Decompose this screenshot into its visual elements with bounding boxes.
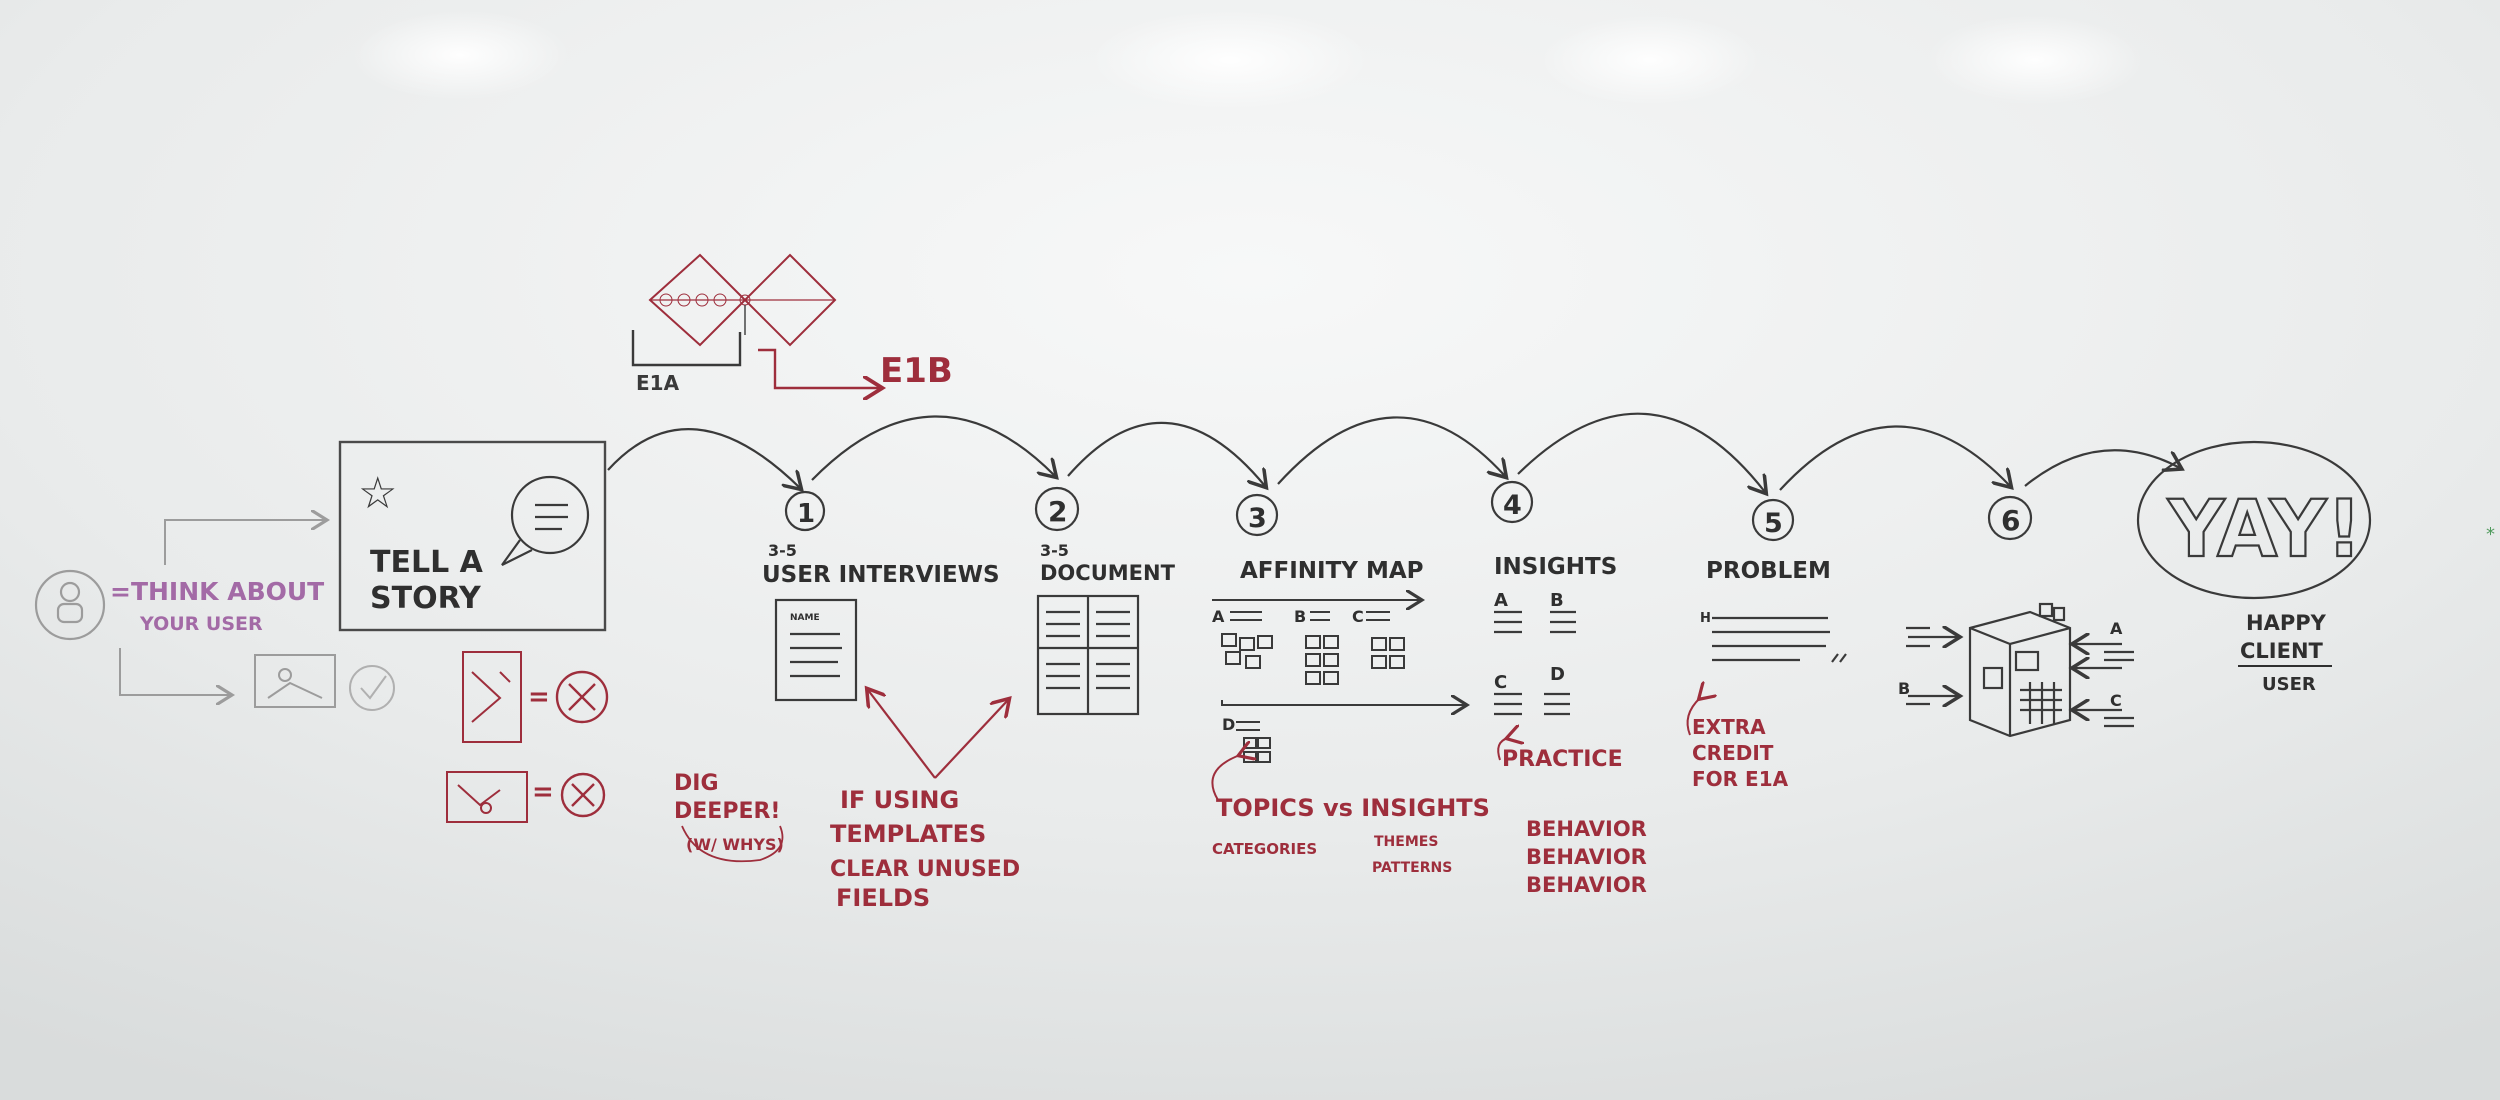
patterns-note: PATTERNS [1372, 860, 1452, 876]
templates-connector [868, 690, 1008, 779]
templates-note-line-3: CLEAR UNUSED [830, 857, 1020, 882]
practice-note: PRACTICE [1502, 747, 1623, 772]
templates-note-line-4: FIELDS [836, 884, 930, 912]
step-3-title: AFFINITY MAP [1240, 558, 1423, 584]
dig-deeper-line-1: DIG [674, 771, 719, 796]
extra-credit-arrow [1686, 698, 1700, 736]
svg-text:3: 3 [1248, 503, 1267, 534]
goal-line-1: HAPPY [2246, 611, 2327, 635]
step-1-badge: 1 [784, 490, 826, 532]
insights-sketch [1494, 610, 1576, 716]
goal-line-2: CLIENT [2240, 639, 2324, 663]
tell-a-story-frame [338, 440, 607, 632]
crossed-circle-icon [555, 670, 609, 724]
templates-note-line-2: TEMPLATES [830, 820, 986, 848]
machine-icon [1906, 602, 2134, 738]
behavior-line-3: BEHAVIOR [1526, 873, 1647, 897]
affinity-label-b: B [1294, 607, 1306, 626]
step-4-badge: 4 [1490, 480, 1534, 524]
step-2-count: 3-5 [1040, 541, 1069, 560]
problem-mark: H [1700, 611, 1711, 626]
goal-line-3: USER [2262, 674, 2316, 695]
dig-deeper-bracket [681, 825, 784, 863]
yay-bubble [2136, 440, 2372, 600]
svg-text:2: 2 [1048, 495, 1067, 528]
themes-note: THEMES [1374, 834, 1438, 850]
tell-a-story-line-1: TELL A [370, 545, 484, 580]
step-1-title: USER INTERVIEWS [762, 562, 1000, 588]
step-5-title: PROBLEM [1706, 558, 1831, 584]
problem-statement-sketch [1712, 616, 1847, 663]
step-4-title: INSIGHTS [1494, 554, 1617, 580]
insight-label-d: D [1550, 664, 1565, 685]
arrow-to-image [119, 648, 230, 695]
double-diamond-sketch [631, 253, 880, 388]
svg-text:6: 6 [2001, 504, 2020, 537]
e1a-label: E1A [636, 371, 680, 395]
landscape-image-sketch [254, 654, 336, 708]
machine-input-a: A [2110, 619, 2123, 638]
step-2-title: DOCUMENT [1040, 561, 1176, 585]
step-5-badge: 5 [1751, 498, 1795, 542]
insight-label-b: B [1550, 590, 1564, 611]
affinity-label-c: C [1352, 607, 1364, 626]
dig-deeper-line-2: DEEPER! [674, 799, 780, 824]
behavior-line-2: BEHAVIOR [1526, 845, 1647, 869]
categories-note: CATEGORIES [1212, 840, 1317, 858]
step-6-badge: 6 [1987, 495, 2033, 541]
light-glare [1540, 15, 1760, 105]
svg-text:5: 5 [1764, 508, 1783, 539]
step-3-badge: 3 [1235, 493, 1279, 537]
templates-note-line-1: IF USING [840, 786, 959, 814]
affinity-label-d: D [1222, 715, 1235, 734]
flow-arcs [607, 412, 2180, 492]
interview-document-sketch [774, 598, 858, 702]
practice-arrow [1497, 738, 1508, 761]
equals-sign: = [528, 682, 550, 712]
extra-credit-line-2: CREDIT [1692, 741, 1774, 765]
light-glare [1090, 10, 1370, 110]
light-glare [350, 10, 570, 100]
think-about-line-2: YOUR USER [139, 613, 263, 635]
affinity-label-a: A [1212, 607, 1225, 626]
e1b-label: E1B [880, 351, 953, 391]
tell-a-story-line-2: STORY [370, 581, 482, 616]
portrait-image-sketch [462, 651, 522, 743]
crossed-circle-icon [560, 772, 606, 818]
star-icon: ☆ [358, 468, 397, 519]
template-document-sketch [1036, 594, 1140, 716]
topics-vs-insights: TOPICS vs INSIGHTS [1216, 794, 1490, 822]
svg-text:1: 1 [797, 499, 815, 529]
light-glare [1925, 15, 2145, 105]
document-name-field: NAME [790, 613, 820, 623]
think-about-line-1: =THINK ABOUT [110, 577, 324, 606]
extra-credit-line-1: EXTRA [1692, 715, 1766, 739]
equals-sign: = [532, 777, 554, 807]
machine-input-b: B [1898, 679, 1910, 698]
step-2-badge: 2 [1034, 486, 1080, 532]
checkmark-icon [349, 665, 395, 711]
marker-speck: * [2486, 524, 2495, 545]
svg-text:4: 4 [1503, 490, 1522, 521]
insight-label-a: A [1494, 590, 1508, 611]
speech-bubble-icon [501, 475, 590, 566]
insight-label-c: C [1494, 672, 1507, 693]
small-image-sketch [446, 771, 528, 823]
behavior-line-1: BEHAVIOR [1526, 817, 1647, 841]
dig-deeper-line-3: (W/ WHYS) [686, 835, 784, 854]
step-1-count: 3-5 [768, 541, 797, 560]
machine-input-c: C [2110, 691, 2122, 710]
arrow-to-story [164, 520, 325, 565]
topics-arrow [1211, 755, 1240, 801]
yay-text: YAY! [2167, 485, 2362, 575]
user-icon [34, 569, 106, 641]
extra-credit-line-3: FOR E1A [1692, 767, 1789, 791]
